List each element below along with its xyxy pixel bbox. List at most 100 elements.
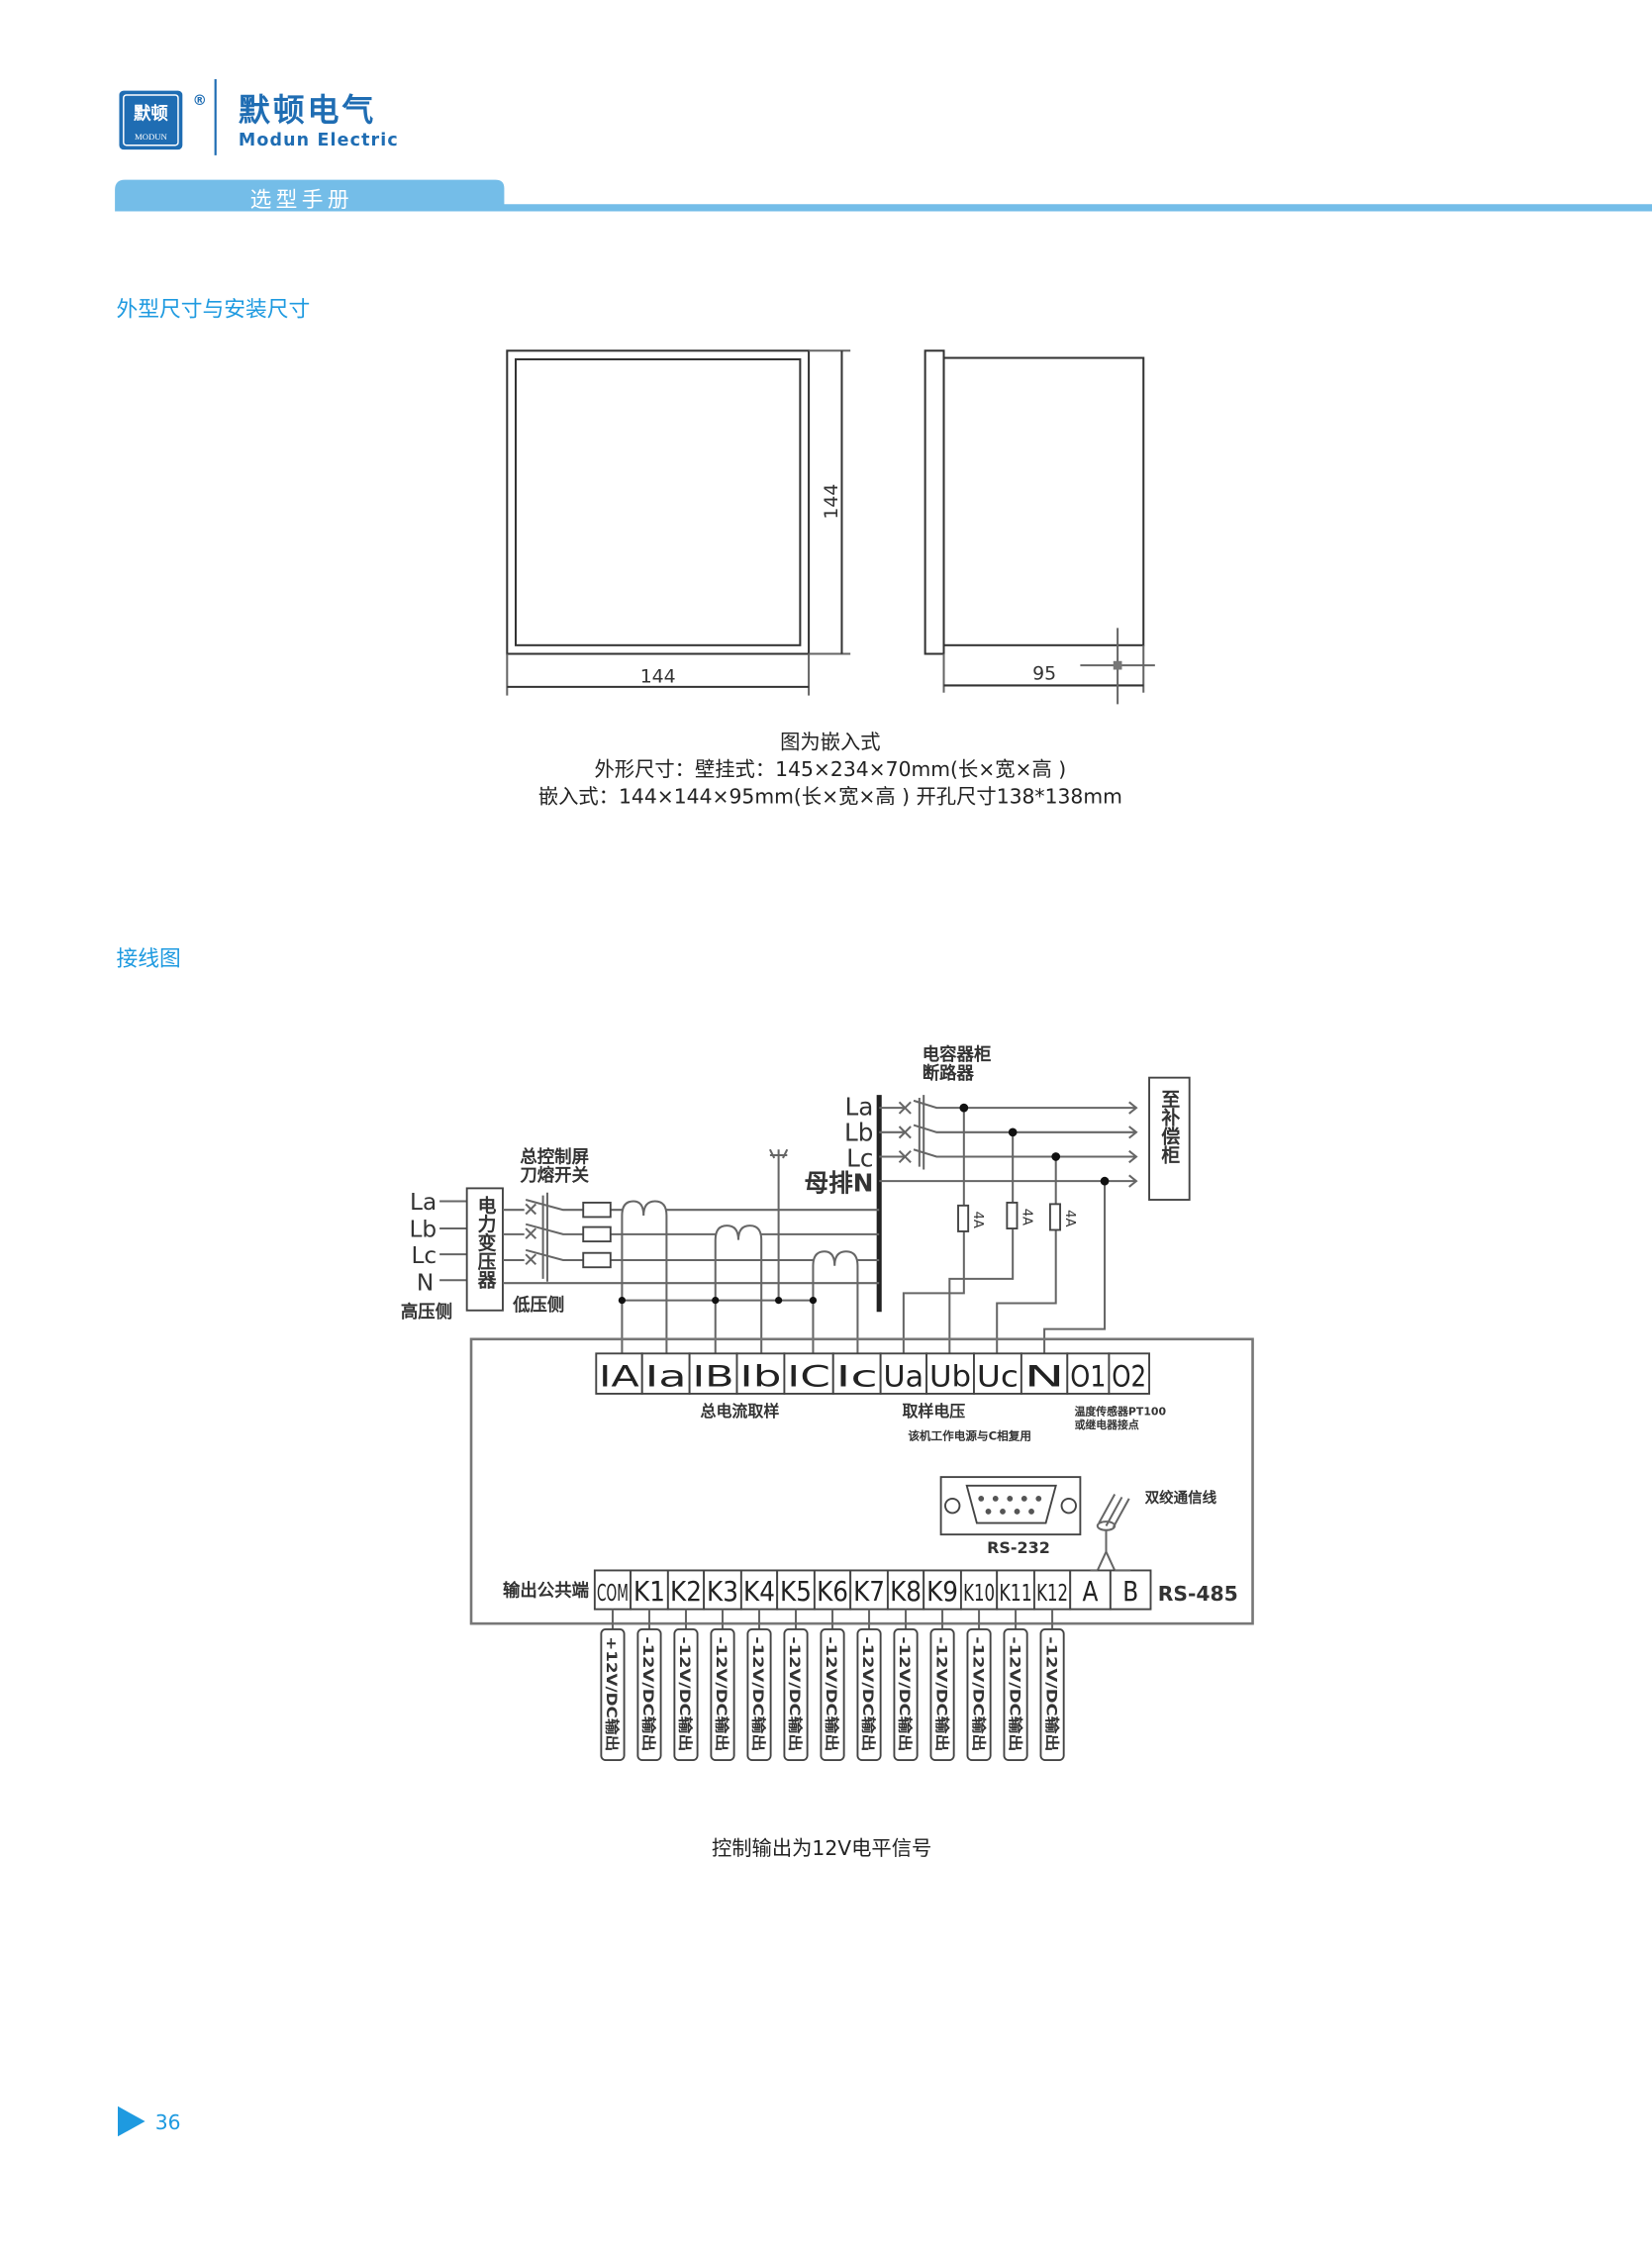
bus-label-n: 母排N	[804, 1168, 873, 1197]
output-tag: +12V/DC输出	[600, 1609, 626, 1761]
temp-note-1: 温度传感器PT100	[1075, 1405, 1167, 1419]
terminal-k5: K5	[776, 1569, 816, 1611]
section-title-wiring: 接线图	[117, 946, 181, 971]
terminal-k10: K10	[959, 1569, 999, 1611]
brand-name-cn: 默顿电气	[239, 91, 376, 129]
terminal-k12: K12	[1032, 1569, 1072, 1611]
twisted-pair-icon	[1096, 1494, 1130, 1571]
terminal-label: K12	[1036, 1580, 1068, 1607]
current-sampling-label: 总电流取样	[701, 1402, 780, 1420]
terminal-ib: Ib	[735, 1352, 786, 1395]
output-tag: -12V/DC输出	[966, 1609, 992, 1761]
section-title-dimensions: 外型尺寸与安装尺寸	[117, 297, 311, 322]
terminal-k3: K3	[703, 1569, 742, 1611]
front-width-label: 144	[640, 666, 676, 688]
bus-label-lc: Lc	[846, 1144, 873, 1173]
terminal-k7: K7	[849, 1569, 889, 1611]
to-compensation-cabinet-box	[1148, 1076, 1191, 1201]
fuse-label: 4A	[1062, 1210, 1077, 1226]
rs485-label: RS-485	[1158, 1582, 1238, 1606]
main-switch-label-2: 刀熔开关	[520, 1165, 589, 1186]
side-view-drawing: 95	[923, 349, 1155, 705]
terminal-ia: Ia	[640, 1352, 691, 1395]
terminal-ub: Ub	[925, 1352, 975, 1395]
temp-note-2: 或继电器接点	[1075, 1418, 1139, 1431]
terminal-label: K7	[853, 1575, 885, 1608]
output-tag: -12V/DC输出	[1039, 1609, 1065, 1761]
terminal-label: B	[1122, 1575, 1138, 1608]
dimension-caption-1: 图为嵌入式	[780, 730, 880, 753]
terminal-k11: K11	[996, 1569, 1035, 1611]
controller-box	[469, 1337, 1254, 1625]
side-depth-label: 95	[1032, 663, 1056, 685]
brand-name-en: Modun Electric	[239, 131, 399, 150]
terminal-label: IA	[599, 1360, 639, 1394]
terminal-label: Uc	[977, 1360, 1019, 1394]
bus-label-lb: Lb	[844, 1119, 873, 1147]
terminal-label: Ia	[645, 1360, 687, 1394]
wiring-diagram: 电容器柜 断路器 La Lb Lc 母排N 4A 4A 4A 至补偿柜 总控制屏	[401, 1044, 1254, 1761]
output-tag-label: -12V/DC输出	[896, 1636, 914, 1751]
output-tag-label: -12V/DC输出	[676, 1636, 694, 1751]
terminal-ic: Ic	[831, 1352, 882, 1395]
terminal-label: N	[1024, 1360, 1065, 1394]
terminal-k1: K1	[630, 1569, 669, 1611]
output-tag: -12V/DC输出	[636, 1609, 662, 1761]
output-tag-label: -12V/DC输出	[713, 1636, 730, 1751]
logo-mark	[119, 90, 183, 150]
input-label-n: N	[417, 1269, 434, 1296]
rs232-connector[interactable]	[939, 1476, 1082, 1536]
voltage-note: 该机工作电源与C相复用	[908, 1428, 1031, 1442]
main-switch-label-1: 总控制屏	[520, 1146, 589, 1167]
page-arrow-icon	[118, 2106, 146, 2137]
terminal-k6: K6	[813, 1569, 852, 1611]
terminal-label: K4	[743, 1575, 775, 1608]
terminal-k9: K9	[923, 1569, 962, 1611]
terminal-label: K6	[817, 1575, 848, 1608]
terminal-o1: O1	[1066, 1352, 1111, 1395]
registered-mark: ®	[192, 93, 207, 109]
terminal-k4: K4	[739, 1569, 779, 1611]
input-label-la: La	[410, 1189, 437, 1216]
fuses-4a: 4A 4A 4A	[957, 1201, 1077, 1232]
cap-breaker-label-1: 电容器柜	[923, 1044, 992, 1065]
terminal-label: K3	[707, 1575, 738, 1608]
logo: 默顿 MODUN ®	[119, 90, 207, 150]
high-voltage-side-label: 高压侧	[401, 1302, 452, 1322]
output-tag: -12V/DC输出	[710, 1609, 735, 1761]
to-compensation-cabinet-label: 至补偿柜	[1158, 1089, 1180, 1164]
fuse-label: 4A	[970, 1212, 985, 1228]
header-tab-bar	[115, 179, 1652, 212]
output-tag: -12V/DC输出	[746, 1609, 772, 1761]
logo-text-en: MODUN	[135, 132, 168, 142]
dimension-caption-3: 嵌入式：144×144×95mm(长×宽×高 ) 开孔尺寸138*138mm	[538, 784, 1122, 808]
output-tag: -12V/DC输出	[856, 1609, 882, 1761]
terminal-label: Ib	[739, 1360, 781, 1394]
terminal-label: O1	[1070, 1360, 1106, 1394]
output-tag-label: -12V/DC输出	[749, 1636, 767, 1751]
output-tag-label: -12V/DC输出	[823, 1636, 840, 1751]
output-tag-label: -12V/DC输出	[1006, 1636, 1023, 1751]
terminal-label: COM	[597, 1580, 629, 1607]
output-tag-label: -12V/DC输出	[639, 1636, 657, 1751]
front-view-drawing: 144 144	[506, 349, 851, 696]
output-tag: -12V/DC输出	[783, 1609, 809, 1761]
output-tag-label: -12V/DC输出	[786, 1636, 804, 1751]
logo-text-cn: 默顿	[134, 104, 168, 125]
output-tag: -12V/DC输出	[673, 1609, 699, 1761]
output-tag-label: -12V/DC输出	[1042, 1636, 1060, 1751]
dimension-caption-2: 外形尺寸：壁挂式：145×234×70mm(长×宽×高 )	[594, 757, 1066, 781]
terminal-label: Ub	[929, 1360, 971, 1394]
terminal-label: IB	[693, 1360, 734, 1394]
terminal-o2: O2	[1108, 1352, 1150, 1395]
terminal-ib: IB	[688, 1352, 738, 1395]
twisted-pair-label: 双绞通信线	[1145, 1489, 1217, 1507]
output-tags: +12V/DC输出 -12V/DC输出 -12V/DC输出 -12V/DC输出 -12V…	[600, 1609, 1065, 1761]
terminal-label: O2	[1112, 1360, 1146, 1394]
output-common-label: 输出公共端	[503, 1581, 589, 1602]
terminal-label: A	[1083, 1575, 1099, 1608]
terminal-ic: IC	[783, 1352, 834, 1395]
